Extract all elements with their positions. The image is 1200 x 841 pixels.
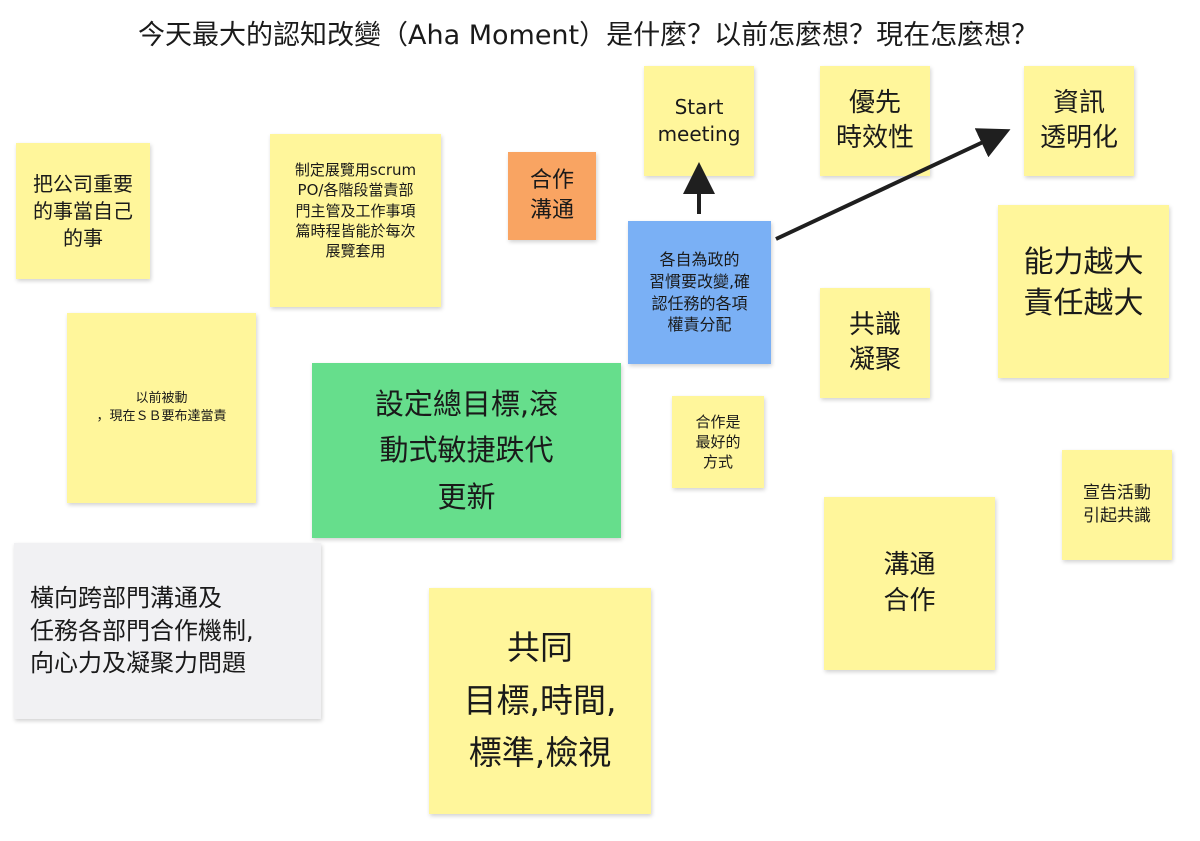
sticky-note-text: 設定總目標,滾 動式敏捷跌代 更新	[374, 386, 559, 514]
sticky-note-text: 共識 凝聚	[848, 309, 901, 375]
sticky-note-silo-change[interactable]: 各自為政的 習慣要改變,確 認任務的各項 權責分配	[628, 221, 771, 364]
sticky-note-cooperate-orange[interactable]: 合作 溝通	[508, 152, 596, 240]
sticky-note-company[interactable]: 把公司重要 的事當自己 的事	[16, 143, 150, 279]
sticky-note-text: 能力越大 責任越大	[1023, 245, 1144, 321]
sticky-note-passive[interactable]: 以前被動 ，現在ＳＢ要布達當責	[67, 313, 256, 503]
sticky-note-text: 以前被動 ，現在ＳＢ要布達當責	[96, 391, 227, 424]
sticky-note-goal[interactable]: 設定總目標,滾 動式敏捷跌代 更新	[312, 363, 621, 538]
sticky-note-text: 各自為政的 習慣要改變,確 認任務的各項 權責分配	[648, 250, 751, 335]
sticky-note-transparency[interactable]: 資訊 透明化	[1024, 66, 1134, 176]
sticky-note-text: 宣告活動 引起共識	[1083, 483, 1151, 526]
sticky-note-text: 制定展覽用scrum PO/各階段當責部 門主管及工作事項 篇時程皆能於每次 展…	[294, 161, 417, 260]
sticky-note-common[interactable]: 共同 目標,時間, 標準,檢視	[429, 588, 651, 814]
sticky-note-text: 把公司重要 的事當自己 的事	[33, 171, 133, 250]
sticky-note-coop-best[interactable]: 合作是 最好的 方式	[672, 396, 764, 488]
sticky-note-exhibit[interactable]: 制定展覽用scrum PO/各階段當責部 門主管及工作事項 篇時程皆能於每次 展…	[270, 134, 441, 307]
sticky-note-communicate[interactable]: 溝通 合作	[824, 497, 995, 670]
sticky-note-priority[interactable]: 優先 時效性	[820, 66, 930, 176]
sticky-note-text: 合作是 最好的 方式	[695, 412, 741, 472]
sticky-note-text: 資訊 透明化	[1039, 87, 1118, 153]
sticky-note-text: Start meeting	[657, 95, 741, 146]
sticky-note-text: 共同 目標,時間, 標準,檢視	[463, 627, 617, 773]
sticky-note-consensus[interactable]: 共識 凝聚	[820, 288, 930, 398]
sticky-note-cross-dept[interactable]: 橫向跨部門溝通及 任務各部門合作機制, 向心力及凝聚力問題	[14, 543, 321, 719]
sticky-note-start-meeting[interactable]: Start meeting	[644, 66, 754, 176]
sticky-note-text: 橫向跨部門溝通及 任務各部門合作機制, 向心力及凝聚力問題	[30, 584, 254, 678]
sticky-note-text: 優先 時效性	[835, 87, 914, 153]
sticky-note-ability[interactable]: 能力越大 責任越大	[998, 205, 1169, 378]
sticky-note-text: 溝通 合作	[883, 550, 936, 616]
sticky-note-announce[interactable]: 宣告活動 引起共識	[1062, 450, 1172, 560]
board-title: 今天最大的認知改變（Aha Moment）是什麼？以前怎麼想？現在怎麼想？	[138, 20, 1039, 51]
sticky-note-text: 合作 溝通	[529, 168, 574, 223]
